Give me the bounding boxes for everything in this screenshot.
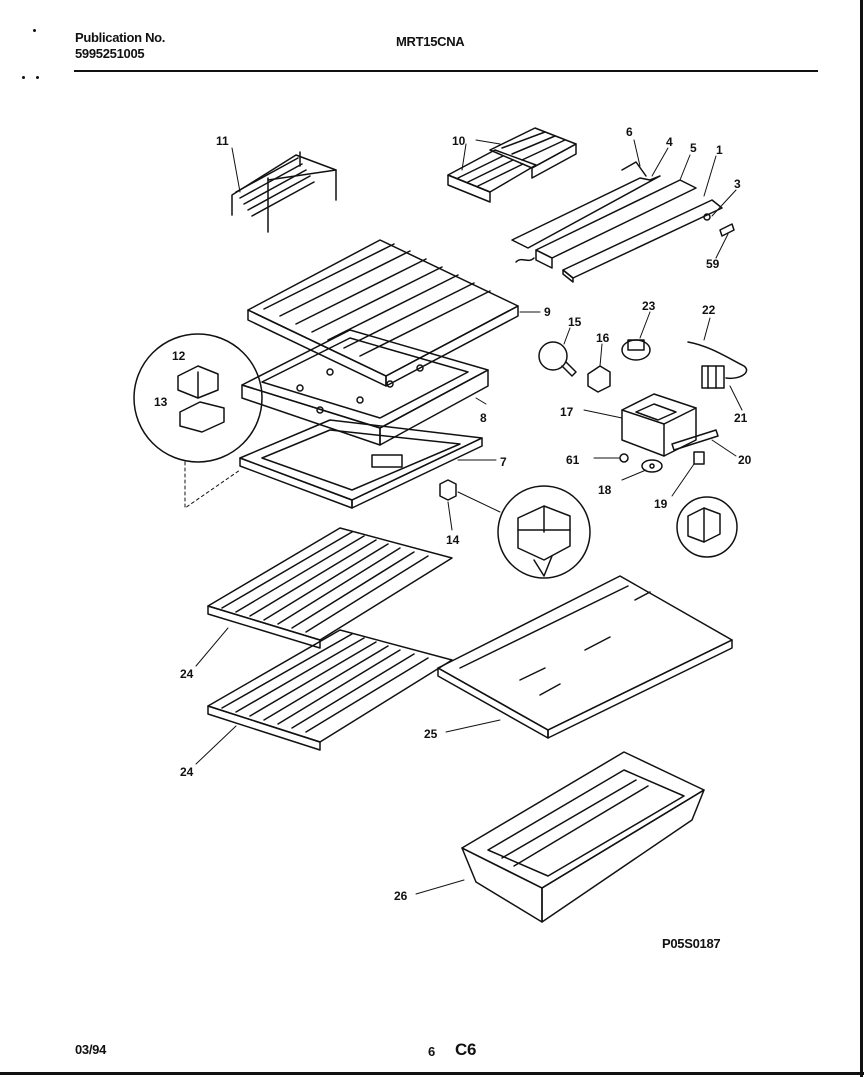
crisper-glass-cover-part bbox=[437, 575, 733, 739]
page-border-right bbox=[860, 0, 863, 1077]
callout-labels: 11 10 6 4 5 1 3 59 9 12 13 8 7 14 15 16 … bbox=[154, 125, 752, 903]
callout-label: 10 bbox=[452, 134, 466, 148]
revision-date: 03/94 bbox=[75, 1042, 107, 1057]
screw-part-61 bbox=[619, 453, 629, 463]
callout-label: 18 bbox=[598, 483, 612, 497]
scan-speck bbox=[22, 76, 25, 79]
callout-label: 20 bbox=[738, 453, 752, 467]
page-number: 6 bbox=[428, 1044, 435, 1059]
callout-label: 24 bbox=[180, 765, 194, 779]
callout-label: 21 bbox=[734, 411, 748, 425]
callout-leaders bbox=[195, 139, 743, 895]
section-code: C6 bbox=[455, 1040, 477, 1059]
shelf-support-rail-part bbox=[511, 161, 735, 283]
callout-label: 1 bbox=[716, 143, 723, 157]
control-bracket-part bbox=[671, 429, 719, 451]
page-border-bottom bbox=[0, 1072, 864, 1075]
callout-label: 6 bbox=[626, 125, 633, 139]
callout-label: 3 bbox=[734, 177, 741, 191]
scan-speck bbox=[36, 76, 39, 79]
callout-label: 9 bbox=[544, 305, 551, 319]
wire-shelf-lower-part bbox=[207, 629, 453, 751]
publication-label: Publication No. bbox=[75, 30, 166, 45]
light-socket-part bbox=[587, 365, 611, 393]
callout-label: 26 bbox=[394, 889, 408, 903]
callout-label: 22 bbox=[702, 303, 716, 317]
light-bulb-part bbox=[538, 341, 577, 377]
model-number: MRT15CNA bbox=[396, 34, 465, 49]
crisper-pan-part bbox=[461, 751, 705, 923]
callout-label: 19 bbox=[654, 497, 668, 511]
figure-code: P05S0187 bbox=[662, 936, 721, 951]
callout-label: 16 bbox=[596, 331, 610, 345]
callout-label: 4 bbox=[666, 135, 673, 149]
control-housing-part bbox=[621, 393, 697, 457]
terminal-block-part bbox=[701, 365, 725, 389]
lamp-switch-part bbox=[439, 479, 591, 579]
callout-label: 17 bbox=[560, 405, 574, 419]
switch-part bbox=[676, 451, 738, 558]
header-rule bbox=[74, 70, 818, 72]
callout-label: 15 bbox=[568, 315, 582, 329]
thermostat-control-part bbox=[621, 339, 651, 361]
callout-label: 59 bbox=[706, 257, 720, 271]
glass-shelf-part bbox=[247, 239, 519, 387]
callout-label: 61 bbox=[566, 453, 580, 467]
ice-cube-tray-part bbox=[447, 127, 577, 203]
callout-label: 7 bbox=[500, 455, 507, 469]
publication-number: 5995251005 bbox=[75, 46, 145, 61]
callout-label: 5 bbox=[690, 141, 697, 155]
shelf-clip-detail bbox=[133, 333, 263, 463]
callout-label: 12 bbox=[172, 349, 186, 363]
callout-label: 8 bbox=[480, 411, 487, 425]
scan-speck bbox=[33, 29, 36, 32]
crisper-cover-frame-part bbox=[241, 329, 489, 446]
callout-label: 11 bbox=[216, 134, 229, 148]
wire-shelf-upper-part bbox=[207, 527, 453, 649]
wire-harness-part bbox=[687, 341, 748, 380]
knob-part bbox=[641, 459, 663, 473]
callout-label: 14 bbox=[446, 533, 460, 547]
callout-label: 25 bbox=[424, 727, 438, 741]
callout-label: 23 bbox=[642, 299, 656, 313]
crisper-lower-frame-part bbox=[239, 419, 483, 509]
wire-rack-part bbox=[231, 151, 337, 233]
callout-label: 13 bbox=[154, 395, 168, 409]
callout-label: 24 bbox=[180, 667, 194, 681]
